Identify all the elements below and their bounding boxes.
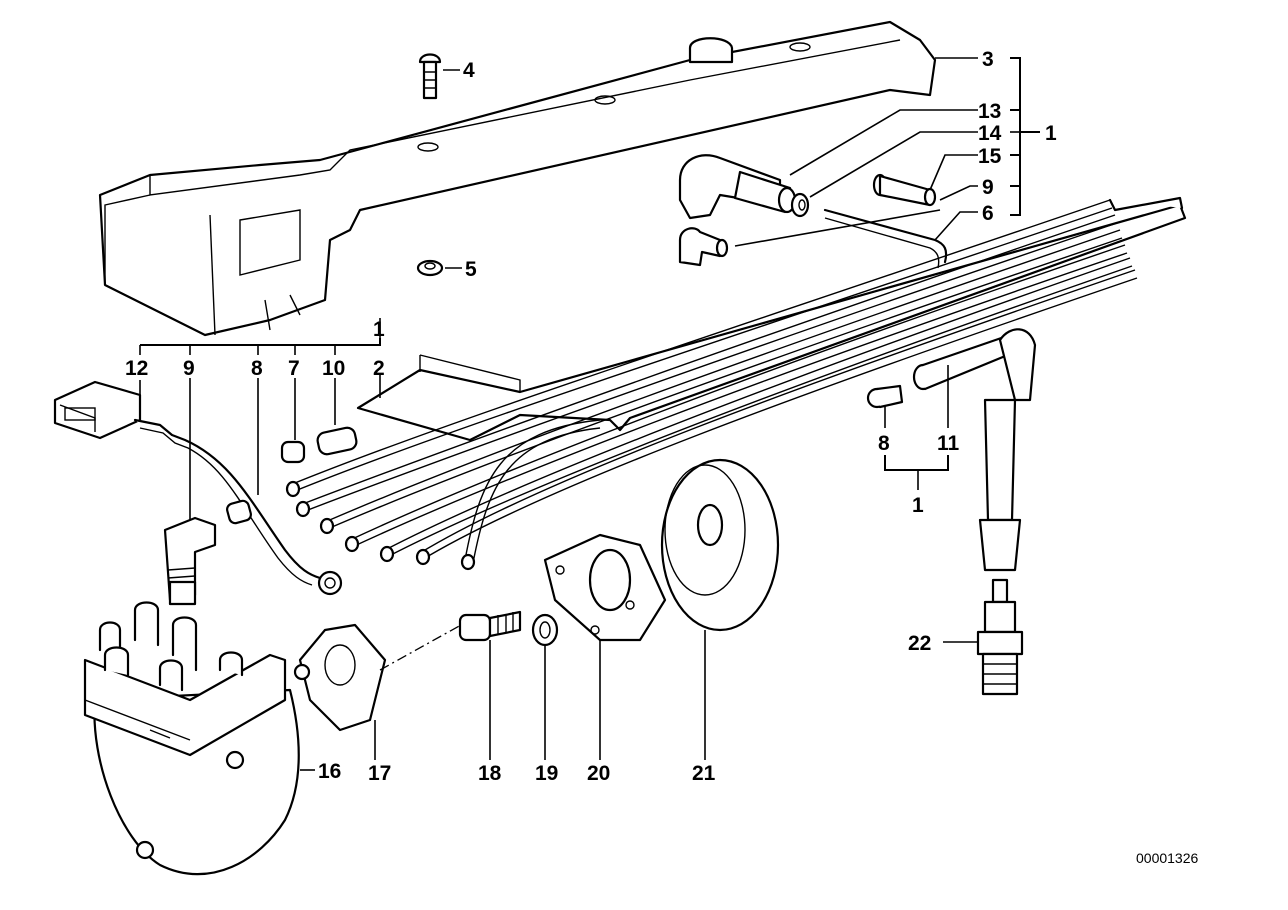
- rotor-part-17[interactable]: [293, 623, 387, 732]
- callout-1-right: 1: [912, 494, 924, 517]
- callout-12: 12: [125, 357, 148, 380]
- sensor-part-9-left[interactable]: [163, 516, 217, 606]
- callout-5: 5: [465, 258, 477, 281]
- leader-lines: [139, 57, 1040, 771]
- distributor-cap-part-16[interactable]: [83, 601, 300, 876]
- spark-plug-part-22[interactable]: [976, 578, 1024, 696]
- sleeve-part-10[interactable]: [316, 426, 358, 456]
- elbow-connector-part-13[interactable]: [678, 154, 797, 220]
- grommet-part-14[interactable]: [790, 192, 810, 218]
- callout-15: 15: [978, 145, 1002, 168]
- washer-part-19[interactable]: [531, 613, 559, 647]
- callout-14: 14: [978, 122, 1002, 145]
- callout-9-left: 9: [183, 357, 195, 380]
- callout-19: 19: [535, 762, 558, 785]
- callout-1-left: 1: [373, 318, 385, 341]
- callout-labels: 4 5 3 13 14 1 15 9 6 1 12 9 8 7 10 2 8 1…: [125, 48, 1057, 785]
- callout-3: 3: [982, 48, 994, 71]
- callout-8-right: 8: [878, 432, 890, 455]
- callout-18: 18: [478, 762, 502, 785]
- callout-11: 11: [937, 432, 960, 455]
- angle-connector-part-9-top[interactable]: [678, 227, 729, 267]
- assembly-axis-line: [379, 619, 471, 671]
- callout-7: 7: [288, 357, 300, 380]
- sleeve-part-7[interactable]: [280, 440, 306, 464]
- screw-part-4[interactable]: [418, 53, 442, 100]
- nut-part-5[interactable]: [416, 259, 444, 277]
- harness-bracket-part-2[interactable]: [356, 196, 1187, 442]
- callout-9-top: 9: [982, 176, 994, 199]
- callout-6: 6: [982, 202, 994, 225]
- dust-cover-part-21[interactable]: [660, 458, 780, 632]
- callout-13: 13: [978, 100, 1001, 123]
- callout-8-left: 8: [251, 357, 263, 380]
- callout-17: 17: [368, 762, 391, 785]
- document-number: 00001326: [1136, 850, 1199, 866]
- cap-part-8-right[interactable]: [866, 384, 904, 409]
- sensor-plug-part-12[interactable]: [53, 380, 343, 596]
- callout-1-top: 1: [1045, 122, 1057, 145]
- callout-10: 10: [322, 357, 345, 380]
- wire-cover-part-3[interactable]: [98, 20, 937, 337]
- distributor-towers: [98, 601, 244, 692]
- connector-pin-part-15[interactable]: [872, 173, 937, 207]
- spark-plug-connector-part-11[interactable]: [912, 328, 1037, 572]
- flange-part-20[interactable]: [543, 533, 667, 642]
- bolt-part-18[interactable]: [458, 610, 522, 642]
- ignition-lead-harness[interactable]: [285, 199, 1138, 571]
- callout-2: 2: [373, 357, 385, 380]
- callout-4: 4: [463, 59, 475, 82]
- callout-21: 21: [692, 762, 716, 785]
- coil-wire-part-6[interactable]: [823, 208, 948, 269]
- callout-20: 20: [587, 762, 610, 785]
- callout-22: 22: [908, 632, 931, 655]
- callout-16: 16: [318, 760, 341, 783]
- cap-part-8-left[interactable]: [226, 499, 252, 525]
